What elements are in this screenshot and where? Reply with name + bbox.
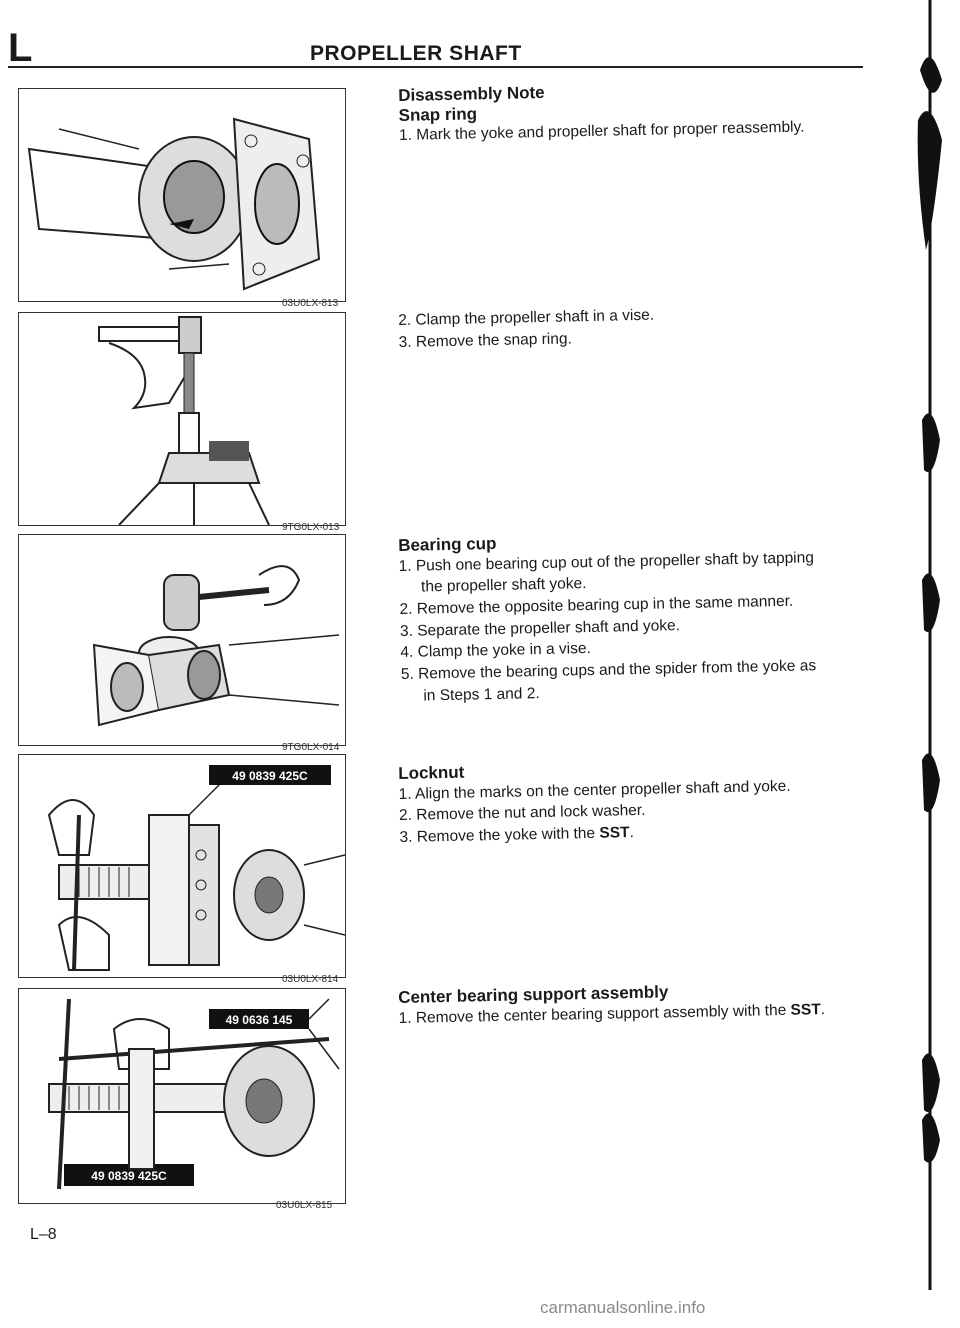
sst-tag bbox=[209, 765, 331, 785]
yoke-mark-illustration bbox=[27, 117, 321, 291]
figure-center-bearing-sst: 49 0636 145 49 0839 425C bbox=[18, 988, 346, 1204]
section-snap-ring-steps: 2. Clamp the propeller shaft in a vise. … bbox=[398, 300, 899, 354]
section-disassembly-note: Disassembly Note Snap ring 1. Mark the y… bbox=[398, 76, 899, 147]
sst-tag bbox=[64, 1164, 194, 1186]
locknut-illustration: 49 0839 425C bbox=[47, 765, 345, 971]
step-text: 5. Remove the bearing cups and the spide… bbox=[401, 653, 902, 707]
watermark: carmanualsonline.info bbox=[540, 1298, 706, 1317]
step-line-end: . bbox=[629, 823, 635, 842]
step-line: 3. Remove the yoke with the bbox=[399, 824, 600, 846]
section-locknut: Locknut 1. Align the marks on the center… bbox=[398, 754, 900, 849]
header-rule bbox=[8, 66, 863, 68]
figure-code: 9TG0LX-014 bbox=[282, 742, 340, 753]
sst-tag-label: 49 0636 145 bbox=[226, 1013, 293, 1027]
figure-code: 03U0LX-813 bbox=[282, 298, 339, 309]
section-center-bearing-support: Center bearing support assembly 1. Remov… bbox=[398, 978, 899, 1030]
binding-marks bbox=[917, 0, 942, 1290]
page-title: PROPELLER SHAFT bbox=[310, 42, 522, 65]
figure-yoke-mark bbox=[18, 88, 346, 302]
figure-snap-ring-removal bbox=[18, 312, 346, 526]
figure-code: 03U0LX-815 bbox=[276, 1200, 333, 1211]
page-number: L–8 bbox=[30, 1226, 57, 1243]
bearing-cup-illustration bbox=[92, 565, 340, 727]
section-letter: L bbox=[8, 26, 33, 70]
section-bearing-cup: Bearing cup 1. Push one bearing cup out … bbox=[398, 526, 901, 708]
snap-ring-illustration bbox=[98, 316, 270, 525]
sst-tag bbox=[209, 1009, 309, 1029]
sst-tag-label: 49 0839 425C bbox=[91, 1169, 167, 1183]
step-line-end: . bbox=[820, 1000, 826, 1018]
sst-label: SST bbox=[599, 824, 630, 842]
figure-locknut-sst: 49 0839 425C bbox=[18, 754, 346, 978]
center-bearing-illustration: 49 0636 145 49 0839 425C bbox=[48, 998, 340, 1190]
figure-code: 9TG0LX-013 bbox=[282, 522, 340, 533]
sst-tag-label: 49 0839 425C bbox=[232, 769, 308, 783]
sst-label: SST bbox=[790, 1000, 821, 1019]
figure-code: 03U0LX-814 bbox=[282, 974, 339, 985]
figure-bearing-cup bbox=[18, 534, 346, 746]
